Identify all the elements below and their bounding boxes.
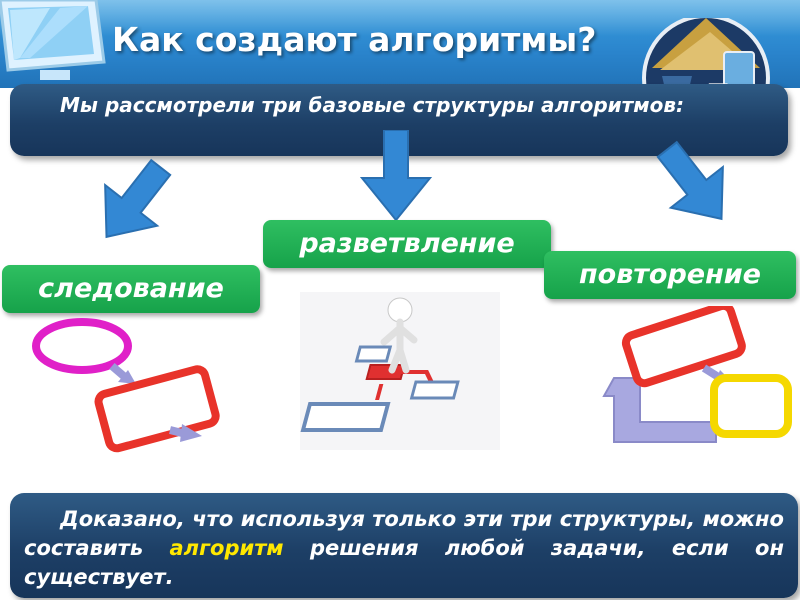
structure-sequence-label: следование — [2, 265, 260, 313]
down-arrow-icon — [104, 158, 172, 239]
highlighted-term: алгоритм — [169, 536, 284, 560]
down-arrow-icon — [656, 140, 724, 221]
structure-loop-label: повторение — [544, 251, 796, 299]
conclusion-text-start: Доказано, что используя только эти три с… — [24, 507, 784, 560]
conclusion-box: Доказано, что используя только эти три с… — [10, 493, 798, 598]
loop-flowchart-illustration — [602, 306, 792, 443]
down-arrow-icon — [359, 130, 433, 222]
slide-title: Как создают алгоритмы? — [112, 20, 597, 59]
structure-branching-label: разветвление — [263, 220, 551, 268]
conclusion-text: Доказано, что используя только эти три с… — [10, 493, 798, 592]
sequence-flowchart-illustration — [32, 318, 220, 453]
conclusion-text-end: решения любой задачи, если он существует… — [24, 536, 784, 589]
intro-text: Мы рассмотрели три базовые структуры алг… — [60, 93, 685, 117]
person-on-flowchart-icon — [300, 292, 500, 450]
header-bar: Как создают алгоритмы? — [0, 0, 800, 88]
monitor-logo-icon — [0, 0, 106, 80]
